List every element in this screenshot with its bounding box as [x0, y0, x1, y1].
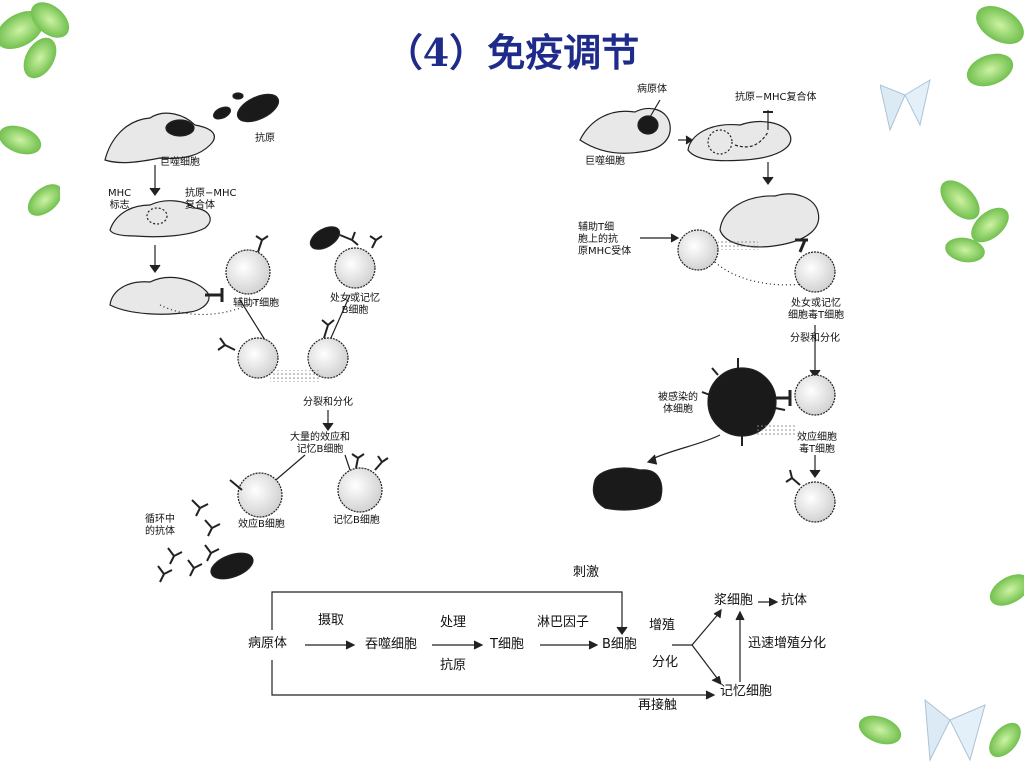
helper-t-right — [677, 229, 719, 271]
label-memory-b: 记忆B细胞 — [333, 515, 380, 526]
label-circulating-antibody: 循环中 的抗体 — [145, 514, 175, 537]
label-antigen: 抗原 — [255, 133, 275, 144]
bacterium-shape — [309, 226, 341, 250]
label-antigen-mhc-complex: 抗原−MHC 复合体 — [185, 188, 237, 211]
macrophage-shape — [104, 112, 215, 164]
label-effector-b: 效应B细胞 — [238, 519, 285, 530]
label-infected-cell: 被感染的 体细胞 — [658, 392, 698, 415]
flow-stimulate: 刺激 — [573, 565, 600, 580]
label-divide-differentiate-right: 分裂和分化 — [790, 333, 840, 344]
flow-rapid-prolif: 迅速增殖分化 — [748, 636, 827, 651]
antibody-icons — [157, 499, 221, 583]
label-helper-t: 辅助T细胞 — [233, 298, 280, 309]
flow-uptake: 摄取 — [318, 613, 345, 628]
macrophage-complex-shape — [687, 121, 792, 162]
label-helper-t-receptor: 辅助T细 胞上的抗 原MHC受体 — [578, 222, 632, 257]
effector-tc-cell — [794, 374, 836, 416]
flow-memory-cell: 记忆细胞 — [720, 684, 773, 699]
memory-b-cell — [337, 467, 383, 513]
label-effector-tc: 效应细胞 毒T细胞 — [797, 432, 837, 455]
flowchart-arrows — [271, 591, 779, 700]
label-virgin-memory-b: 处女或记忆 B细胞 — [330, 293, 380, 316]
flow-pathogen: 病原体 — [248, 636, 288, 651]
flow-b-cell: B细胞 — [602, 637, 637, 652]
flow-phagocyte: 吞噬细胞 — [365, 637, 418, 652]
flow-lymphokine: 淋巴因子 — [537, 615, 590, 630]
flow-recontact: 再接触 — [638, 698, 678, 713]
label-virgin-memory-tc: 处女或记忆 细胞毒T细胞 — [788, 298, 845, 321]
flow-antigen: 抗原 — [440, 658, 467, 673]
clover-bottom-right-icon — [858, 574, 1024, 758]
label-antigen-mhc-right: 抗原−MHC复合体 — [735, 92, 817, 103]
pathogen-macrophage-shape — [579, 107, 671, 154]
effector-b-cell — [237, 472, 283, 518]
label-divide-differentiate-left: 分裂和分化 — [303, 397, 353, 408]
macrophage-mhc-shape — [109, 200, 211, 238]
flow-plasma-cell: 浆细胞 — [714, 593, 754, 608]
butterfly-icon — [879, 78, 986, 762]
macrophage-bound-shape — [109, 276, 210, 315]
flow-t-cell: T细胞 — [490, 637, 524, 652]
label-macrophage: 巨噬细胞 — [160, 157, 200, 168]
label-mhc-marker: MHC 标志 — [108, 188, 132, 211]
flow-differentiate: 分化 — [652, 655, 679, 670]
dead-cell-shape — [592, 467, 663, 511]
clover-top-left-icon — [0, 2, 70, 216]
label-pathogen-right: 病原体 — [637, 84, 667, 95]
page-title: （4）免疫调节 — [384, 30, 640, 75]
flow-antibody: 抗体 — [781, 593, 808, 608]
infected-cell — [701, 358, 786, 446]
flow-proliferate: 增殖 — [649, 618, 676, 633]
virgin-b-cell — [334, 247, 376, 289]
flow-process: 处理 — [440, 615, 467, 630]
antigen-particles — [212, 92, 280, 123]
virgin-tc-cell — [794, 251, 836, 293]
neutralized-antigen — [210, 552, 254, 580]
clover-top-right-icon — [940, 6, 1024, 263]
label-macrophage-right: 巨噬细胞 — [585, 156, 625, 167]
memory-tc-cell — [794, 481, 836, 523]
label-effector-memory-b: 大量的效应和 记忆B细胞 — [290, 432, 350, 455]
helper-t-cell — [225, 249, 271, 295]
